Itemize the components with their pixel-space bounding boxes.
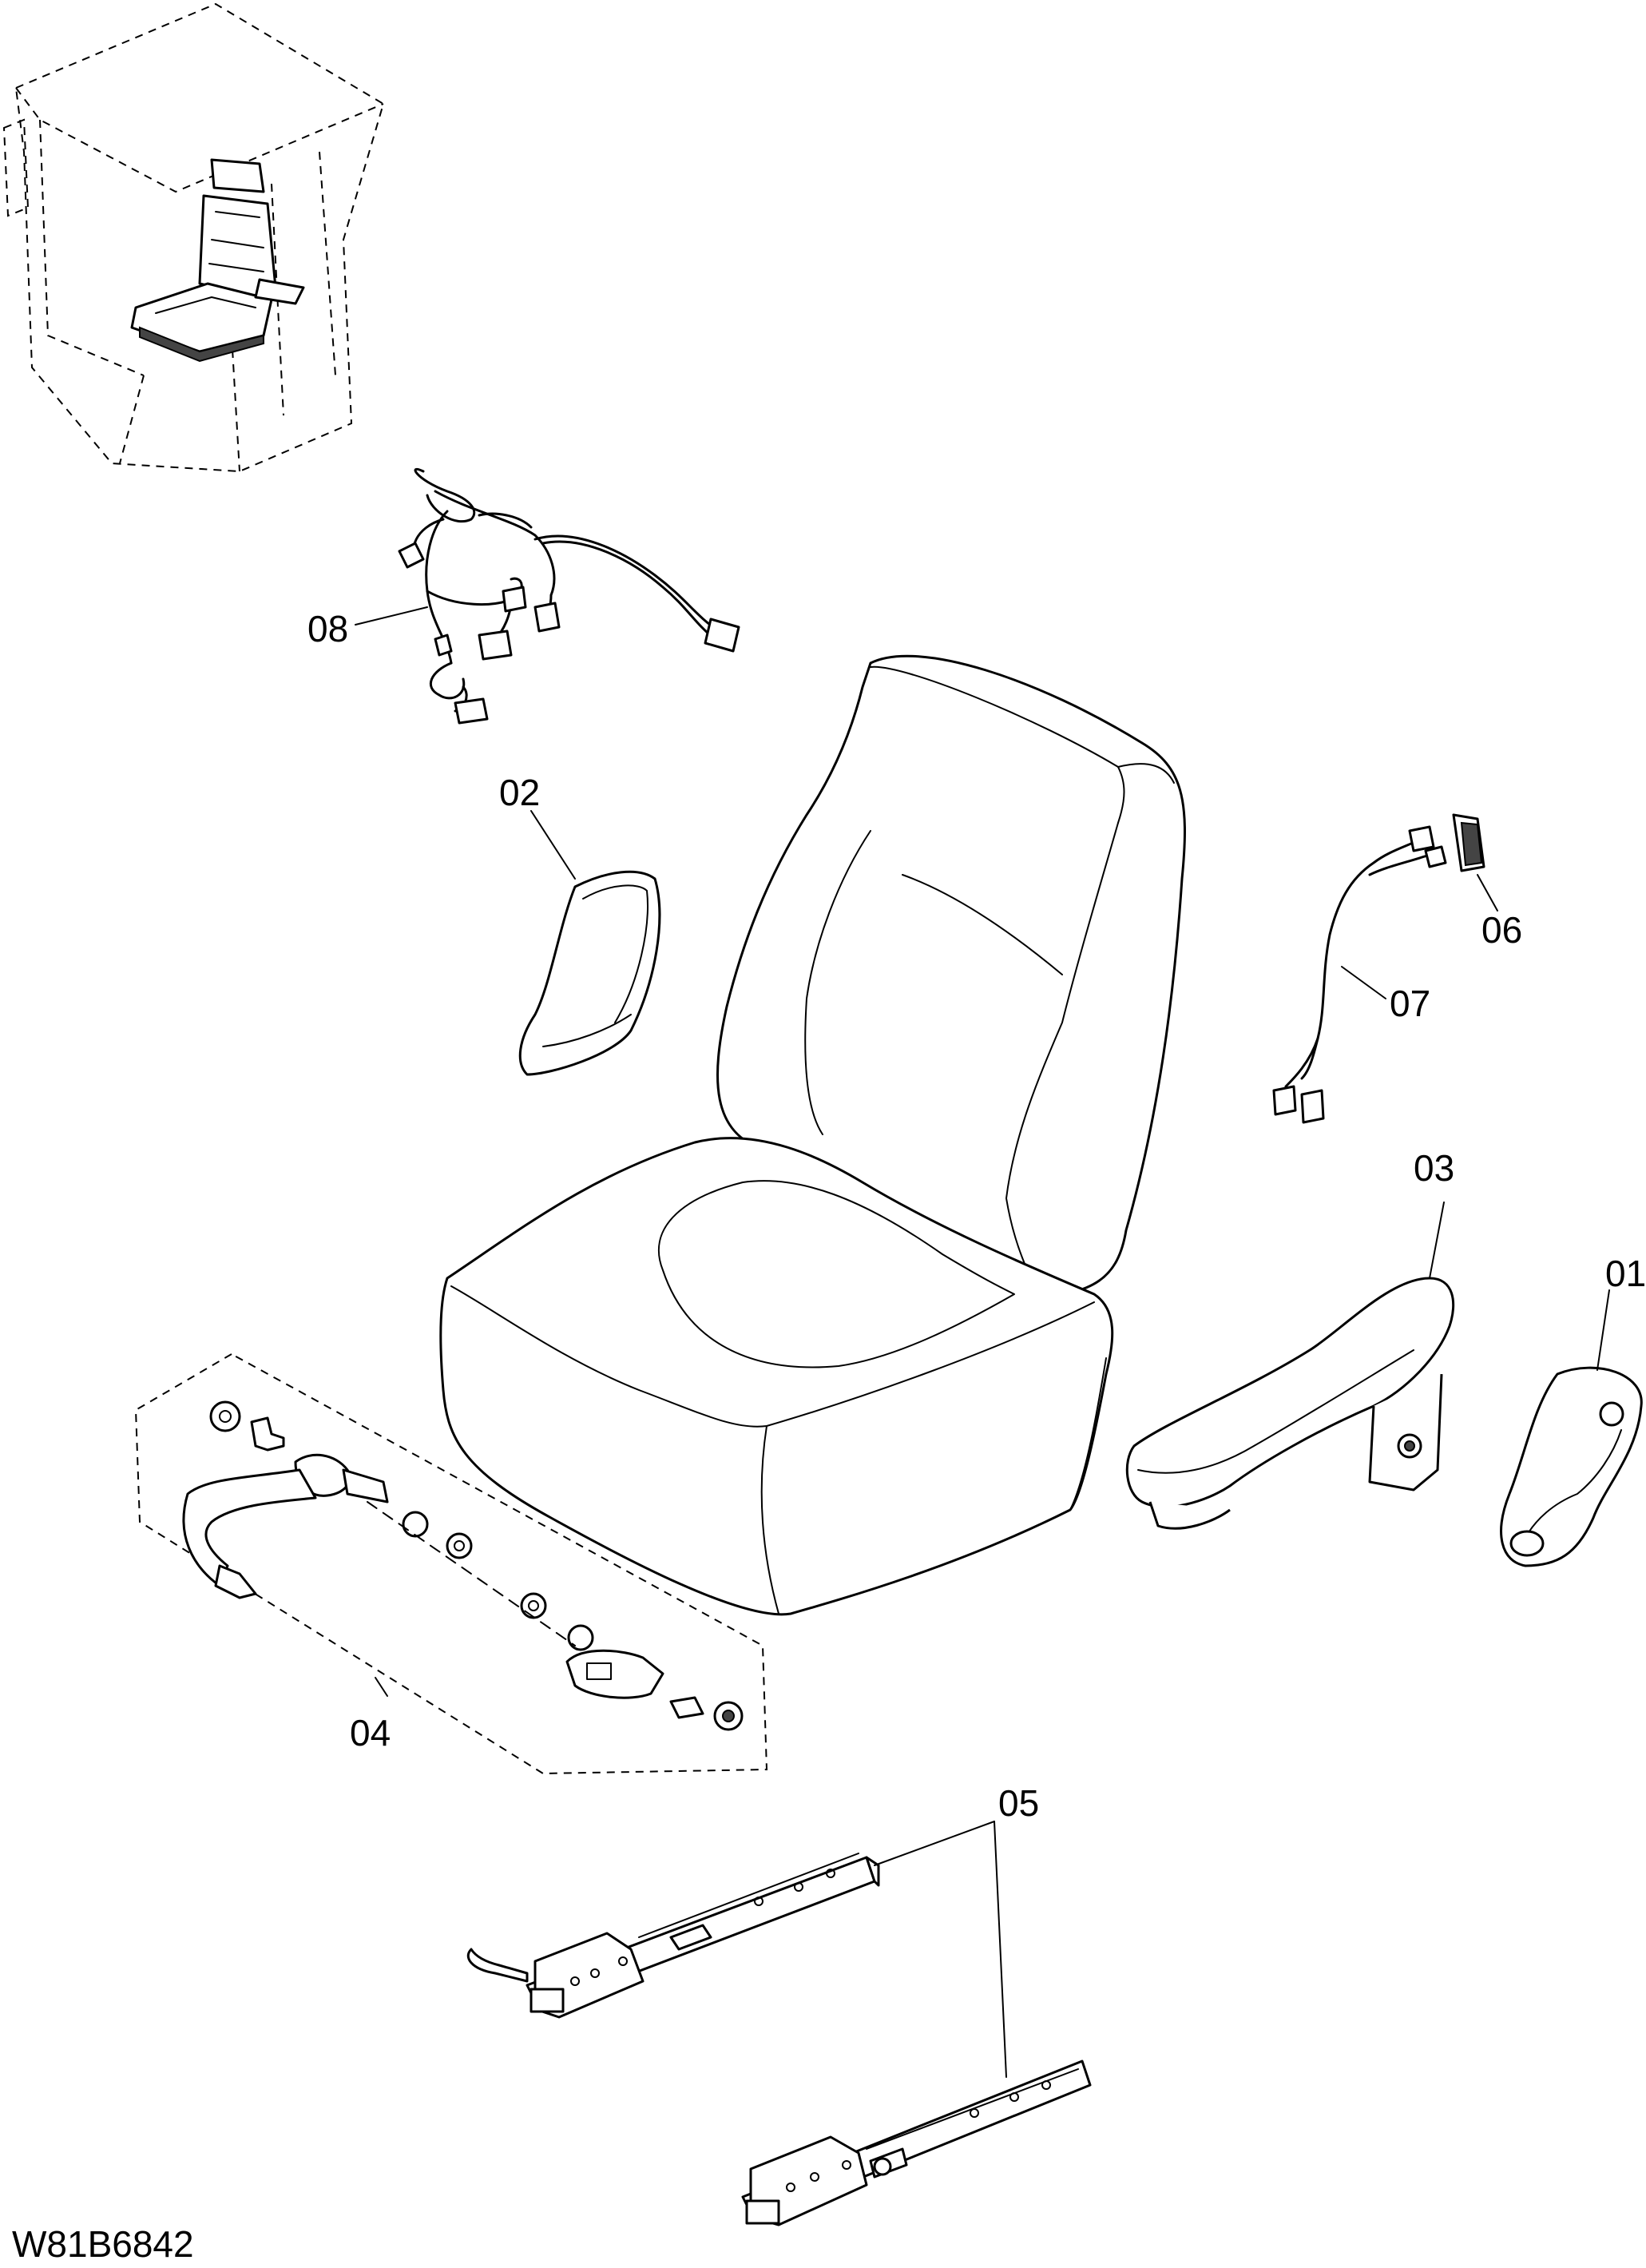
side-cover-01 bbox=[1500, 1289, 1643, 1567]
part-label-07: 07 bbox=[1390, 983, 1430, 1024]
armrest-03 bbox=[1125, 1202, 1455, 1530]
drawing-id: W81B6842 bbox=[12, 2223, 194, 2265]
seat-rails-05 bbox=[466, 1821, 1092, 2226]
main-seat bbox=[439, 654, 1186, 1616]
part-label-03: 03 bbox=[1414, 1147, 1454, 1189]
seat-belt-kit-04 bbox=[134, 1352, 768, 1775]
part-label-06: 06 bbox=[1481, 909, 1522, 951]
part-label-01: 01 bbox=[1605, 1253, 1646, 1294]
cab-overview bbox=[2, 2, 385, 473]
part-label-05: 05 bbox=[998, 1782, 1039, 1824]
cable-07 bbox=[1272, 825, 1447, 1124]
backrest-pad-02 bbox=[518, 810, 661, 1076]
part-label-04: 04 bbox=[350, 1712, 391, 1754]
part-label-08: 08 bbox=[307, 608, 348, 649]
part-label-02: 02 bbox=[499, 772, 540, 813]
switch-06 bbox=[1452, 813, 1498, 912]
wire-harness-08 bbox=[355, 467, 740, 725]
